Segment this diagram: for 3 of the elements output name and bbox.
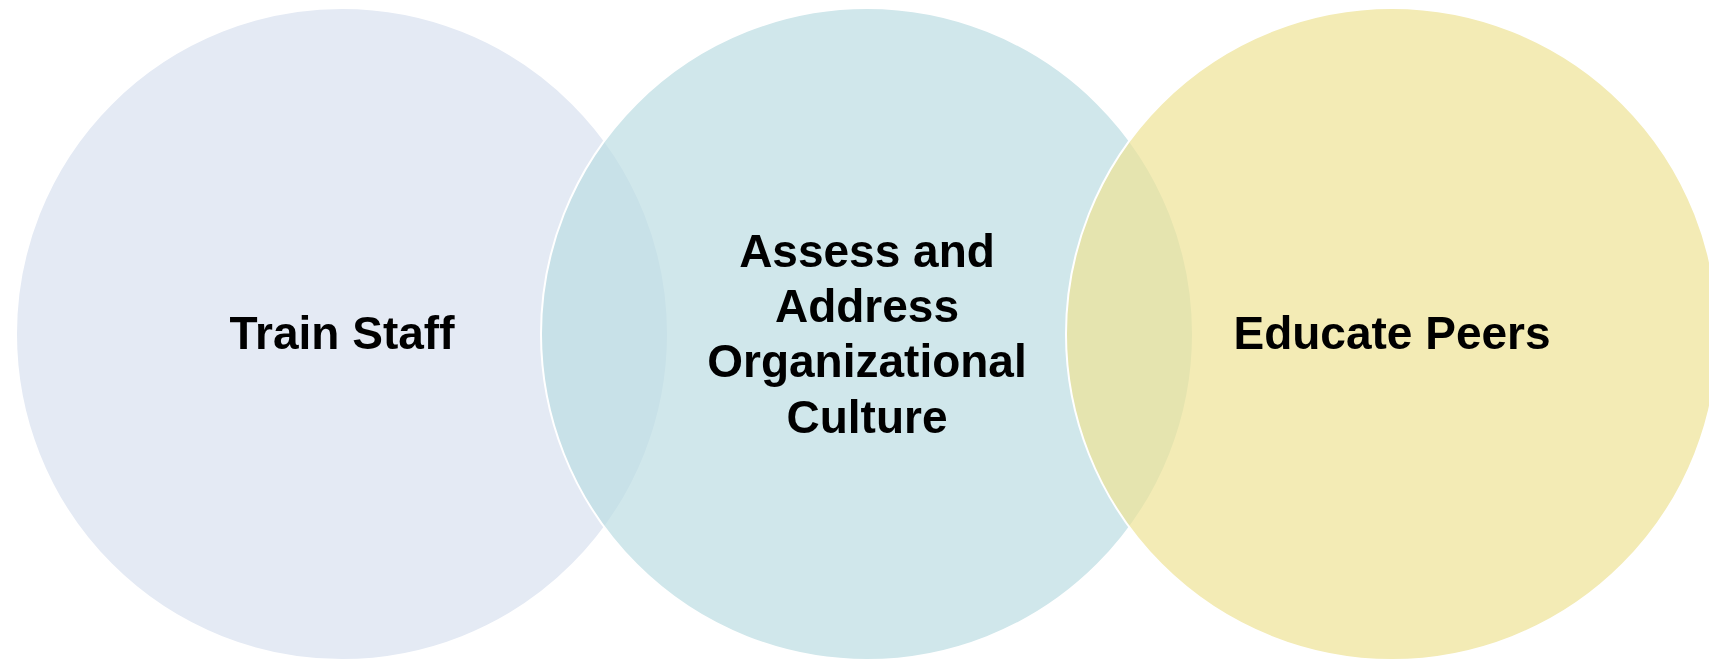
circle-label: Educate Peers	[1232, 306, 1552, 362]
circle-label: Train Staff	[228, 306, 456, 362]
circle-label: Assess and Address Organizational Culture	[706, 223, 1028, 445]
